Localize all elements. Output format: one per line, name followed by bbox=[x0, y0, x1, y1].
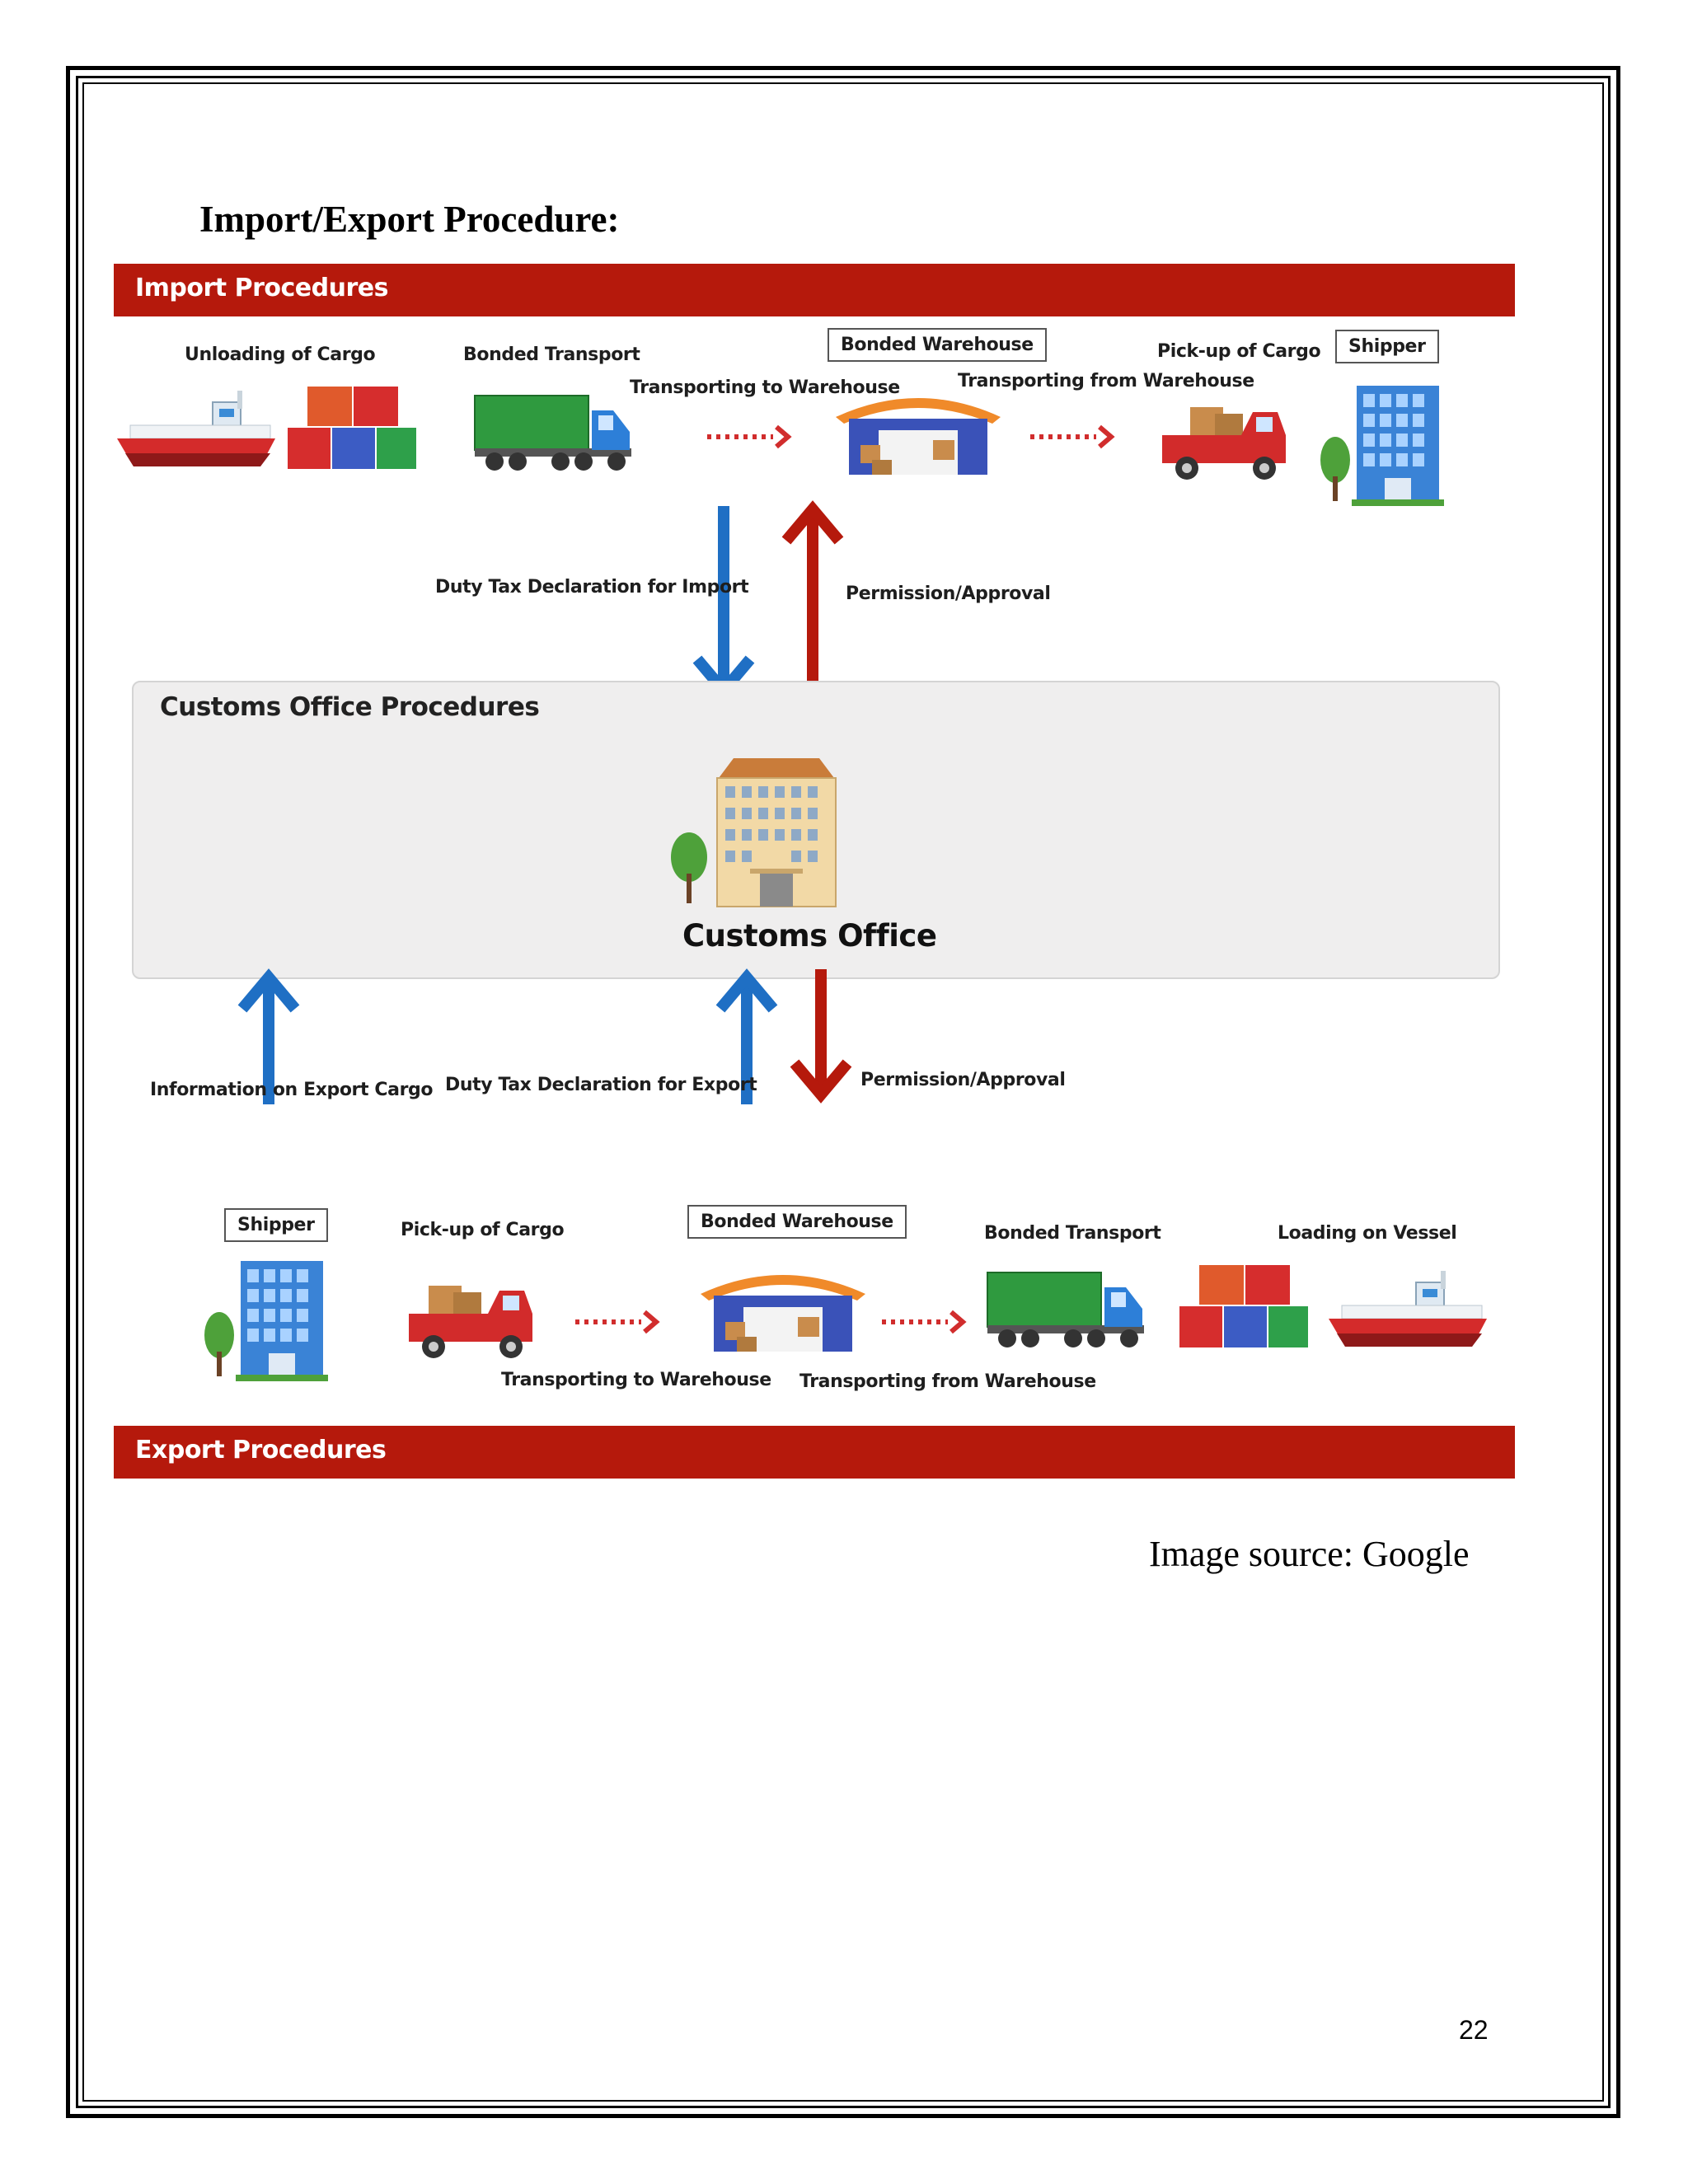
page-border-middle bbox=[76, 76, 1611, 2108]
export-info-label: Information on Export Cargo bbox=[150, 1080, 434, 1100]
containers-icon bbox=[286, 385, 418, 471]
export-from-warehouse-label: Transporting from Warehouse bbox=[799, 1371, 1096, 1392]
dotted-arrow-icon bbox=[707, 424, 792, 449]
transporting-to-warehouse-label: Transporting to Warehouse bbox=[630, 377, 900, 398]
export-dotted-arrow-icon bbox=[575, 1310, 660, 1334]
ship-icon bbox=[117, 391, 275, 466]
unloading-of-cargo-label: Unloading of Cargo bbox=[185, 344, 376, 365]
bonded-warehouse-label: Bonded Warehouse bbox=[828, 328, 1047, 362]
customs-office-procedures-title: Customs Office Procedures bbox=[160, 692, 540, 722]
procedure-figure: Import Procedures Unloading of Cargo Bon… bbox=[114, 264, 1515, 1479]
image-source-caption: Image source: Google bbox=[1149, 1534, 1470, 1574]
export-truck-icon bbox=[987, 1272, 1144, 1347]
export-pickup-truck-icon bbox=[409, 1286, 532, 1358]
customs-office-label: Customs Office bbox=[682, 918, 937, 954]
bonded-transport-label: Bonded Transport bbox=[463, 344, 640, 365]
export-dotted-arrow-icon bbox=[882, 1310, 967, 1334]
export-declaration-label: Duty Tax Declaration for Export bbox=[445, 1075, 757, 1095]
export-to-warehouse-label: Transporting to Warehouse bbox=[501, 1370, 771, 1390]
export-ship-icon bbox=[1329, 1271, 1487, 1347]
customs-office-building-icon bbox=[671, 758, 837, 907]
page-heading: Import/Export Procedure: bbox=[199, 199, 620, 240]
export-containers-icon bbox=[1178, 1263, 1310, 1349]
export-pick-up-label: Pick-up of Cargo bbox=[401, 1220, 565, 1240]
import-procedures-title: Import Procedures bbox=[135, 274, 388, 302]
export-info-arrow bbox=[237, 968, 300, 1104]
page-number: 22 bbox=[1459, 2015, 1489, 2045]
import-declaration-label: Duty Tax Declaration for Import bbox=[435, 577, 749, 598]
export-approval-label: Permission/Approval bbox=[860, 1070, 1066, 1090]
shipper-label: Shipper bbox=[1335, 330, 1439, 363]
export-procedures-band: Export Procedures bbox=[114, 1426, 1515, 1479]
export-shipper-building-icon bbox=[204, 1261, 328, 1381]
export-bonded-transport-label: Bonded Transport bbox=[984, 1223, 1161, 1244]
export-declaration-arrow bbox=[715, 968, 778, 1104]
export-bonded-warehouse-label: Bonded Warehouse bbox=[687, 1205, 907, 1239]
shipper-building-icon bbox=[1320, 386, 1444, 506]
pick-up-of-cargo-label: Pick-up of Cargo bbox=[1157, 341, 1321, 362]
export-procedures-title: Export Procedures bbox=[135, 1436, 387, 1465]
loading-on-vessel-label: Loading on Vessel bbox=[1278, 1223, 1457, 1244]
warehouse-icon bbox=[836, 398, 1001, 475]
dotted-arrow-icon bbox=[1030, 424, 1115, 449]
truck-icon bbox=[474, 395, 631, 471]
transporting-from-warehouse-label: Transporting from Warehouse bbox=[958, 371, 1254, 391]
import-procedures-band: Import Procedures bbox=[114, 264, 1515, 316]
export-shipper-label: Shipper bbox=[224, 1208, 328, 1242]
page-border-outer bbox=[66, 66, 1620, 2118]
pickup-truck-icon bbox=[1162, 407, 1286, 480]
page-border-inner bbox=[82, 82, 1604, 2102]
import-approval-label: Permission/Approval bbox=[846, 583, 1051, 604]
export-approval-arrow bbox=[790, 969, 852, 1104]
export-warehouse-icon bbox=[701, 1275, 865, 1352]
import-approval-arrow bbox=[781, 500, 844, 704]
import-declaration-arrow bbox=[692, 506, 755, 700]
